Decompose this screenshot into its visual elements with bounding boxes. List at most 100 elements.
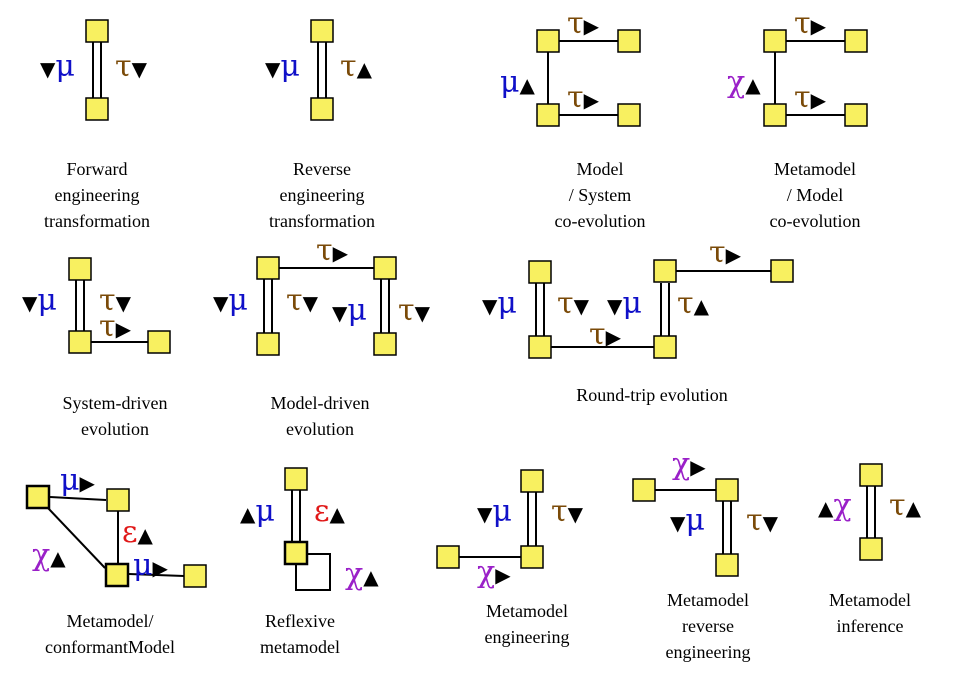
caption-model_driven: evolution xyxy=(286,419,354,439)
caption-mm_reverse: Metamodel xyxy=(667,590,749,610)
model-box xyxy=(715,553,739,577)
model-box xyxy=(859,537,883,561)
model-box xyxy=(844,103,868,127)
model-box xyxy=(256,256,280,280)
caption-reflexive: metamodel xyxy=(260,637,340,657)
mu-label: ▼μ xyxy=(477,494,512,529)
connector-lines xyxy=(47,40,876,591)
caption-conformant: conformantModel xyxy=(45,637,175,657)
model-box xyxy=(310,19,334,43)
mu-label: ▼μ xyxy=(265,49,300,84)
caption-model_system: Model xyxy=(577,159,624,179)
tau-label: τ▼ xyxy=(746,503,779,538)
model-box xyxy=(68,257,92,281)
mu-label: ▼μ xyxy=(22,283,57,318)
caption-mm_reverse: reverse xyxy=(682,616,734,636)
metamodel-box xyxy=(25,484,51,510)
model-box xyxy=(617,103,641,127)
caption-mm_reverse: engineering xyxy=(666,642,751,662)
model-box xyxy=(763,29,787,53)
tau-label: τ▼ xyxy=(115,49,148,84)
caption-round_trip: Round-trip evolution xyxy=(576,385,728,405)
mu-link xyxy=(49,496,107,501)
tau-label: τ▶ xyxy=(316,233,349,268)
caption-conformant: Metamodel/ xyxy=(67,611,154,631)
model-box xyxy=(844,29,868,53)
caption-system_driven: evolution xyxy=(81,419,149,439)
model-box xyxy=(68,330,92,354)
caption-forward: Forward xyxy=(67,159,128,179)
model-box xyxy=(653,259,677,283)
tau-label: τ▼ xyxy=(557,286,590,321)
model-box xyxy=(617,29,641,53)
model-box xyxy=(520,469,544,493)
caption-model_driven: Model-driven xyxy=(271,393,370,413)
tau-label: τ▶ xyxy=(99,309,132,344)
metamodel-box xyxy=(104,562,130,588)
caption-reverse: transformation xyxy=(269,211,375,231)
model-box xyxy=(520,545,544,569)
mu-label: ▼μ xyxy=(607,286,642,321)
model-box xyxy=(763,103,787,127)
model-box xyxy=(536,29,560,53)
mu-label: ▼μ xyxy=(332,293,367,328)
epsilon-label: ε▲ xyxy=(314,494,346,529)
model-box xyxy=(256,332,280,356)
chi-label: χ▲ xyxy=(727,65,761,100)
chi-link xyxy=(47,507,106,569)
model-box xyxy=(528,335,552,359)
model-box xyxy=(183,564,207,588)
caption-metamodel_model: / Model xyxy=(787,185,844,205)
caption-model_system: co-evolution xyxy=(555,211,646,231)
model-box xyxy=(284,467,308,491)
caption-mm_engineering: engineering xyxy=(485,627,570,647)
model-box xyxy=(436,545,460,569)
model-box xyxy=(653,335,677,359)
mu-label: ▼μ xyxy=(482,286,517,321)
tau-label: τ▲ xyxy=(889,488,922,523)
chi-label: χ▶ xyxy=(477,555,511,590)
tau-label: τ▶ xyxy=(709,235,742,270)
chi-label: χ▲ xyxy=(32,538,66,573)
tau-label: τ▲ xyxy=(340,49,373,84)
caption-mm_engineering: Metamodel xyxy=(486,601,568,621)
mu-label: ▼μ xyxy=(213,283,248,318)
mu-label: μ▲ xyxy=(500,65,536,100)
caption-mm_inference: Metamodel xyxy=(829,590,911,610)
model-box xyxy=(147,330,171,354)
model-box xyxy=(106,488,130,512)
model-box xyxy=(310,97,334,121)
tau-label: τ▼ xyxy=(551,494,584,529)
epsilon-label: ε▲ xyxy=(122,515,154,550)
model-box xyxy=(859,463,883,487)
tau-label: τ▶ xyxy=(567,80,600,115)
model-box xyxy=(85,97,109,121)
tau-label: τ▼ xyxy=(286,283,319,318)
model-box xyxy=(528,260,552,284)
model-box xyxy=(632,478,656,502)
mu-label: ▼μ xyxy=(670,503,705,538)
tau-label: τ▶ xyxy=(589,317,622,352)
tau-label: τ▼ xyxy=(99,283,132,318)
metamodel-box xyxy=(283,540,309,566)
caption-forward: engineering xyxy=(55,185,140,205)
caption-reverse: Reverse xyxy=(293,159,351,179)
chi-loop xyxy=(295,553,331,591)
model-box xyxy=(373,332,397,356)
mu-label: ▼μ xyxy=(40,49,75,84)
model-box xyxy=(715,478,739,502)
model-boxes xyxy=(25,19,883,588)
chi-label: χ▲ xyxy=(345,557,379,592)
mu-label: ▲μ xyxy=(240,494,275,529)
tau-label: τ▶ xyxy=(567,6,600,41)
tau-label: τ▲ xyxy=(677,286,710,321)
model-box xyxy=(373,256,397,280)
tau-label: τ▶ xyxy=(794,80,827,115)
caption-metamodel_model: Metamodel xyxy=(774,159,856,179)
model-box xyxy=(536,103,560,127)
model-box xyxy=(770,259,794,283)
mu-label: μ▶ xyxy=(60,463,96,498)
caption-metamodel_model: co-evolution xyxy=(770,211,861,231)
